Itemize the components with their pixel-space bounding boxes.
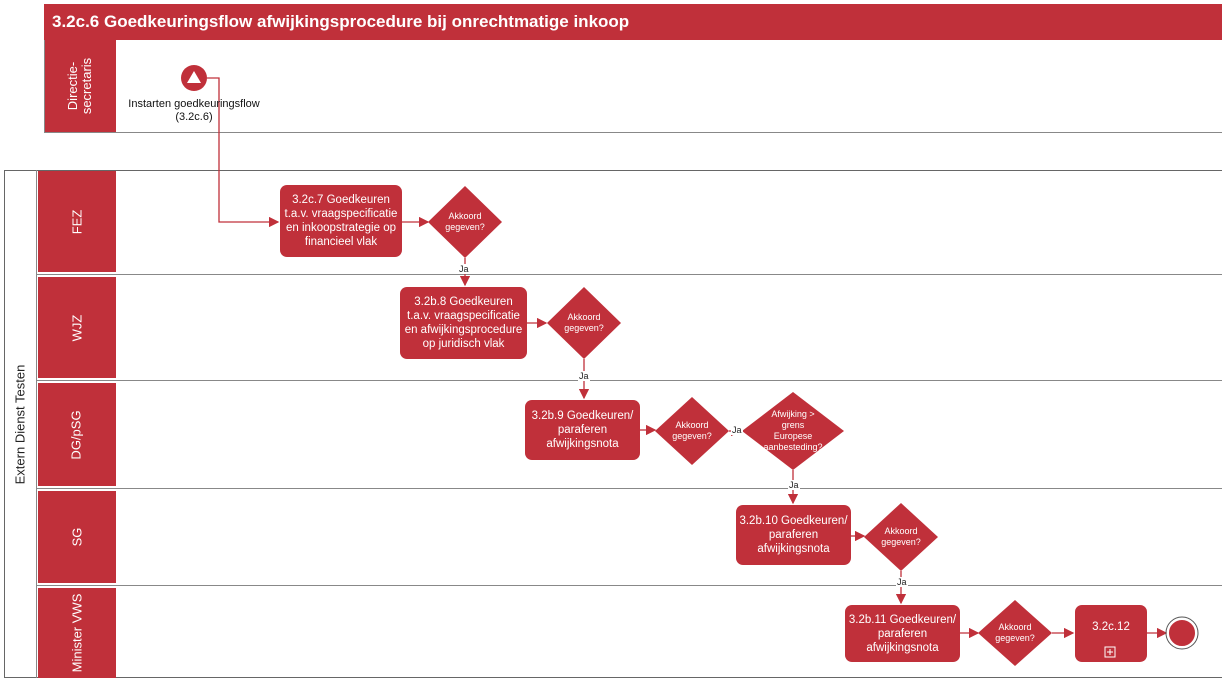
lane-border (44, 40, 45, 132)
task-minister[interactable] (845, 605, 960, 662)
lane-label-dg: DG/pSG (38, 383, 116, 486)
pool-frame (4, 170, 1222, 678)
start-label-line2: (3.2c.6) (175, 111, 213, 123)
triangle-signal-icon (187, 71, 201, 83)
decision-fez-label: Akkoord gegeven? (445, 211, 485, 232)
lane-border (44, 132, 1222, 133)
decision-wjz-label: Akkoord gegeven? (564, 312, 604, 333)
flow-label-ja: Ja (578, 371, 590, 381)
decision-dg[interactable] (655, 397, 729, 465)
flow-label-ja: Ja (896, 577, 908, 587)
flow-label-ja: Ja (458, 264, 470, 274)
decision-minister[interactable] (978, 600, 1052, 666)
subprocess-3-2c-12[interactable] (1075, 605, 1147, 662)
flow-label-ja: Ja (731, 425, 743, 435)
decision-wjz[interactable] (547, 287, 621, 359)
lane-border (36, 274, 1222, 275)
lane-border (36, 488, 1222, 489)
task-fez[interactable] (280, 185, 402, 257)
task-wjz[interactable] (400, 287, 527, 359)
decision-europese-grens-label: Afwijking > grens Europese aanbesteding? (763, 409, 823, 452)
lane-label-minister: Minister VWS (38, 588, 116, 678)
lane-border (36, 585, 1222, 586)
task-sg[interactable] (736, 505, 851, 565)
task-dg-label: 3.2b.9 Goedkeuren/ paraferen afwijkingsn… (531, 410, 634, 450)
lane-border (36, 380, 1222, 381)
decision-minister-label: Akkoord gegeven? (995, 622, 1035, 643)
subprocess-label: 3.2c.12 (1092, 621, 1130, 633)
start-label-line1: Instarten goedkeuringsflow (128, 98, 260, 110)
diagram-title: 3.2c.6 Goedkeuringsflow afwijkingsproced… (44, 4, 1222, 40)
plus-box-icon-cross (1107, 649, 1113, 655)
decision-fez[interactable] (428, 186, 502, 258)
lane-label-directie: Directie- secretaris (44, 40, 116, 132)
lane-label-fez: FEZ (38, 171, 116, 272)
lane-label-wjz: WJZ (38, 277, 116, 378)
flow-label-ja: Ja (788, 480, 800, 490)
start-event-label: Instarten goedkeuringsflow (3.2c.6) (118, 98, 270, 124)
pool-label-divider (36, 170, 37, 678)
lane-label-sg: SG (38, 491, 116, 583)
task-minister-label: 3.2b.11 Goedkeuren/ paraferen afwijkings… (848, 613, 957, 654)
task-wjz-label: 3.2b.8 Goedkeuren t.a.v. vraagspecificat… (404, 296, 523, 350)
decision-sg[interactable] (864, 503, 938, 571)
end-event-icon (1165, 616, 1199, 650)
flow-start-to-t1 (207, 77, 280, 228)
plus-box-icon (1104, 646, 1116, 658)
end-event[interactable] (1167, 618, 1197, 648)
task-sg-label: 3.2b.10 Goedkeuren/ paraferen afwijkings… (739, 515, 848, 555)
task-fez-label: 3.2c.7 Goedkeuren t.a.v. vraagspecificat… (284, 194, 398, 248)
decision-dg-label: Akkoord gegeven? (672, 420, 712, 441)
decision-sg-label: Akkoord gegeven? (881, 526, 921, 547)
decision-europese-grens[interactable] (742, 392, 844, 470)
task-dg[interactable] (525, 400, 640, 460)
